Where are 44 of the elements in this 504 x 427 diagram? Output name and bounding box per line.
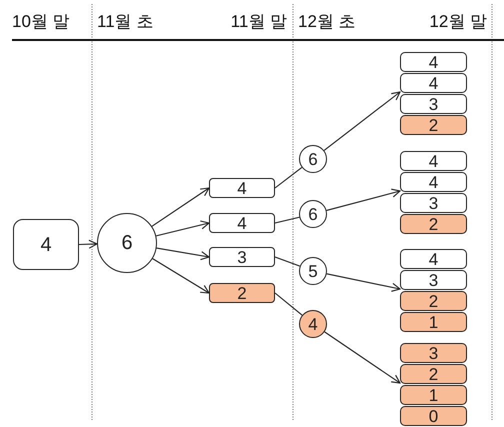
count-box: 3: [400, 270, 467, 290]
arrow: [156, 220, 210, 236]
count-box: 2: [400, 214, 467, 234]
arrow: [324, 91, 401, 151]
arrow: [152, 258, 210, 294]
count-box: 2: [400, 291, 467, 311]
count-box: 3: [400, 94, 467, 114]
count-circle: 6: [299, 200, 327, 228]
column-header: 12월 말: [429, 11, 487, 33]
count-circle: 5: [299, 257, 327, 285]
connector-line: [274, 216, 300, 224]
count-box: 4: [13, 219, 79, 270]
connector-line: [274, 256, 300, 267]
column-header: 11월 초: [97, 11, 154, 33]
count-box: 4: [400, 249, 467, 269]
count-circle: 6: [97, 213, 157, 273]
column-header: 12월 초: [298, 11, 356, 33]
count-box: 2: [209, 283, 275, 303]
column-header: 11월 말: [230, 11, 287, 33]
count-box: 4: [400, 73, 467, 93]
count-box: 4: [209, 213, 275, 233]
connector-line: [274, 167, 302, 188]
count-box: 3: [209, 247, 275, 267]
arrow: [156, 248, 210, 260]
connector-line: [274, 292, 302, 316]
column-header: 10월 말: [12, 11, 70, 33]
count-circle: 4: [299, 310, 327, 338]
count-box: 4: [400, 52, 467, 72]
count-box: 2: [400, 364, 467, 384]
count-circle: 6: [299, 145, 327, 173]
count-box: 4: [400, 172, 467, 192]
count-box: 3: [400, 193, 467, 213]
count-box: 4: [209, 178, 275, 198]
arrow: [78, 240, 98, 249]
arrow: [324, 331, 401, 384]
arrow: [326, 188, 401, 211]
count-box: 3: [400, 343, 467, 363]
count-box: 4: [400, 151, 467, 171]
count-box: 2: [400, 115, 467, 135]
count-box: 0: [400, 406, 467, 426]
arrow: [152, 187, 210, 227]
count-box: 1: [400, 312, 467, 332]
count-box: 1: [400, 385, 467, 405]
arrow: [326, 273, 401, 292]
